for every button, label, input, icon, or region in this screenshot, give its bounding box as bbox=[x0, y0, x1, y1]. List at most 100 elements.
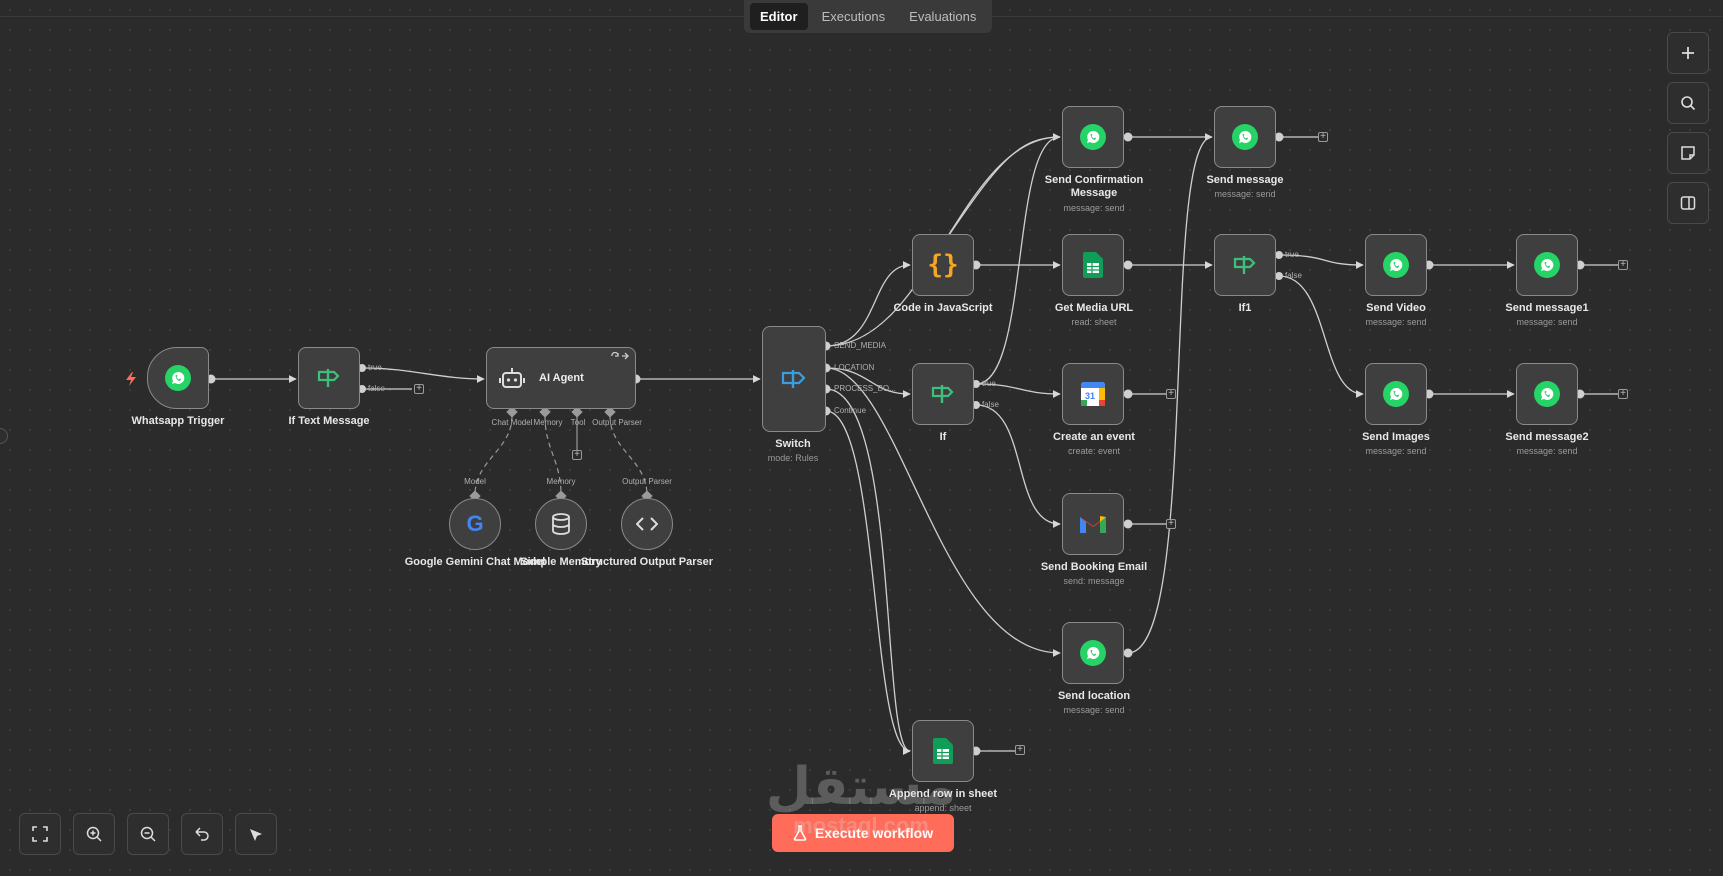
node-subtitle: message: send bbox=[1063, 203, 1125, 213]
edge-code-confirm bbox=[948, 136, 1061, 236]
add-node-button[interactable]: + bbox=[1015, 745, 1025, 755]
port-label: Memory bbox=[533, 418, 563, 427]
fit-view-button[interactable] bbox=[19, 813, 61, 855]
output-label: false bbox=[368, 384, 385, 393]
add-node-panel-button[interactable] bbox=[1667, 32, 1709, 74]
sticky-note-button[interactable] bbox=[1667, 132, 1709, 174]
signpost-icon bbox=[317, 369, 340, 387]
retry-arrows-icon bbox=[611, 352, 629, 360]
tab-evaluations[interactable]: Evaluations bbox=[909, 9, 977, 24]
output-label: false bbox=[982, 400, 999, 409]
node-send-images[interactable] bbox=[1365, 363, 1427, 425]
node-send-message2[interactable] bbox=[1516, 363, 1578, 425]
node-create-event[interactable]: 31 bbox=[1062, 363, 1124, 425]
execute-workflow-button[interactable]: Execute workflow bbox=[772, 814, 954, 852]
database-icon bbox=[552, 513, 570, 535]
edge-switch-cont bbox=[825, 410, 911, 755]
node-label: Whatsapp Trigger bbox=[131, 415, 225, 427]
node-label: Structured Output Parser bbox=[580, 556, 714, 568]
add-node-button[interactable]: + bbox=[1318, 132, 1328, 142]
whatsapp-icon bbox=[1383, 252, 1409, 278]
node-send-booking-email[interactable] bbox=[1062, 493, 1124, 555]
output-label: Continue bbox=[834, 406, 867, 415]
node-switch[interactable] bbox=[762, 326, 826, 432]
node-send-location[interactable] bbox=[1062, 622, 1124, 684]
add-node-button[interactable]: + bbox=[1166, 519, 1176, 529]
node-google-gemini[interactable]: G bbox=[449, 498, 501, 550]
node-ai-agent[interactable]: AI Agent bbox=[486, 347, 636, 409]
zoom-in-button[interactable] bbox=[73, 813, 115, 855]
toggle-panel-button[interactable] bbox=[1667, 182, 1709, 224]
output-label: PROCESS_BO... bbox=[834, 384, 896, 393]
edge-agent-memory bbox=[544, 415, 562, 496]
node-subtitle: message: send bbox=[1516, 317, 1578, 327]
tab-editor[interactable]: Editor bbox=[750, 3, 808, 30]
edge-switch-process bbox=[825, 388, 911, 755]
node-if1[interactable] bbox=[1214, 234, 1276, 296]
node-label: Send location bbox=[1057, 690, 1131, 702]
port-label: Tool bbox=[570, 418, 586, 427]
node-send-confirmation[interactable] bbox=[1062, 106, 1124, 168]
tidy-up-button[interactable] bbox=[235, 813, 277, 855]
node-label: If Text Message bbox=[288, 415, 370, 427]
zoom-out-icon bbox=[140, 826, 156, 842]
port-label: Chat Model bbox=[491, 418, 533, 427]
whatsapp-icon bbox=[1383, 381, 1409, 407]
node-subtitle: mode: Rules bbox=[767, 453, 819, 463]
node-label: Append row in sheet bbox=[888, 788, 998, 800]
node-label: Google Gemini Chat Model bbox=[404, 556, 546, 568]
node-send-video[interactable] bbox=[1365, 234, 1427, 296]
node-label: Code in JavaScript bbox=[893, 302, 993, 314]
output-label: false bbox=[1285, 271, 1302, 280]
node-label: Send Booking Email bbox=[1040, 561, 1148, 573]
node-code-javascript[interactable]: {} bbox=[912, 234, 974, 296]
edge-agent-parser bbox=[609, 415, 648, 496]
node-send-message1[interactable] bbox=[1516, 234, 1578, 296]
whatsapp-icon bbox=[1534, 381, 1560, 407]
node-label: Send message2 bbox=[1505, 431, 1589, 443]
side-panel-icon bbox=[1680, 196, 1696, 210]
search-nodes-button[interactable] bbox=[1667, 82, 1709, 124]
zoom-in-icon bbox=[86, 826, 102, 842]
node-structured-output-parser[interactable] bbox=[621, 498, 673, 550]
node-if[interactable] bbox=[912, 363, 974, 425]
add-node-button[interactable]: + bbox=[1618, 260, 1628, 270]
node-subtitle: read: sheet bbox=[1071, 317, 1117, 327]
port-label: Output Parser bbox=[592, 418, 642, 427]
node-subtitle: message: send bbox=[1063, 705, 1125, 715]
tab-executions[interactable]: Executions bbox=[821, 9, 886, 24]
node-send-message[interactable] bbox=[1214, 106, 1276, 168]
node-label: Send message1 bbox=[1505, 302, 1589, 314]
add-node-button[interactable]: + bbox=[1618, 389, 1628, 399]
flask-icon bbox=[793, 825, 807, 841]
node-simple-memory[interactable] bbox=[535, 498, 587, 550]
edge-switch-code bbox=[825, 261, 911, 347]
node-append-row-sheet[interactable] bbox=[912, 720, 974, 782]
edge-agent-model bbox=[474, 415, 513, 496]
node-label: Send message bbox=[1206, 174, 1284, 186]
node-get-media-url[interactable] bbox=[1062, 234, 1124, 296]
output-label: SEND_MEDIA bbox=[834, 341, 887, 350]
sub-port-label: Output Parser bbox=[622, 477, 672, 486]
execute-workflow-label: Execute workflow bbox=[814, 825, 934, 841]
reset-zoom-button[interactable] bbox=[181, 813, 223, 855]
node-whatsapp-trigger[interactable] bbox=[147, 347, 209, 409]
google-sheets-icon bbox=[1083, 252, 1103, 278]
add-node-button[interactable]: + bbox=[1166, 389, 1176, 399]
google-icon: G bbox=[466, 511, 484, 536]
add-tool-button[interactable]: + bbox=[572, 450, 582, 460]
node-subtitle: message: send bbox=[1365, 446, 1427, 456]
svg-text:31: 31 bbox=[1085, 391, 1095, 401]
edge-if-confirm bbox=[975, 136, 1061, 385]
node-label: If1 bbox=[1238, 302, 1252, 314]
whatsapp-icon bbox=[1534, 252, 1560, 278]
node-label: Get Media URL bbox=[1054, 302, 1134, 314]
node-subtitle: create: event bbox=[1067, 446, 1121, 456]
node-label: Send Video bbox=[1366, 302, 1426, 314]
zoom-out-button[interactable] bbox=[127, 813, 169, 855]
node-subtitle: append: sheet bbox=[914, 803, 972, 813]
add-node-button[interactable]: + bbox=[414, 384, 424, 394]
node-if-text-message[interactable] bbox=[298, 347, 360, 409]
search-icon bbox=[1681, 96, 1696, 111]
